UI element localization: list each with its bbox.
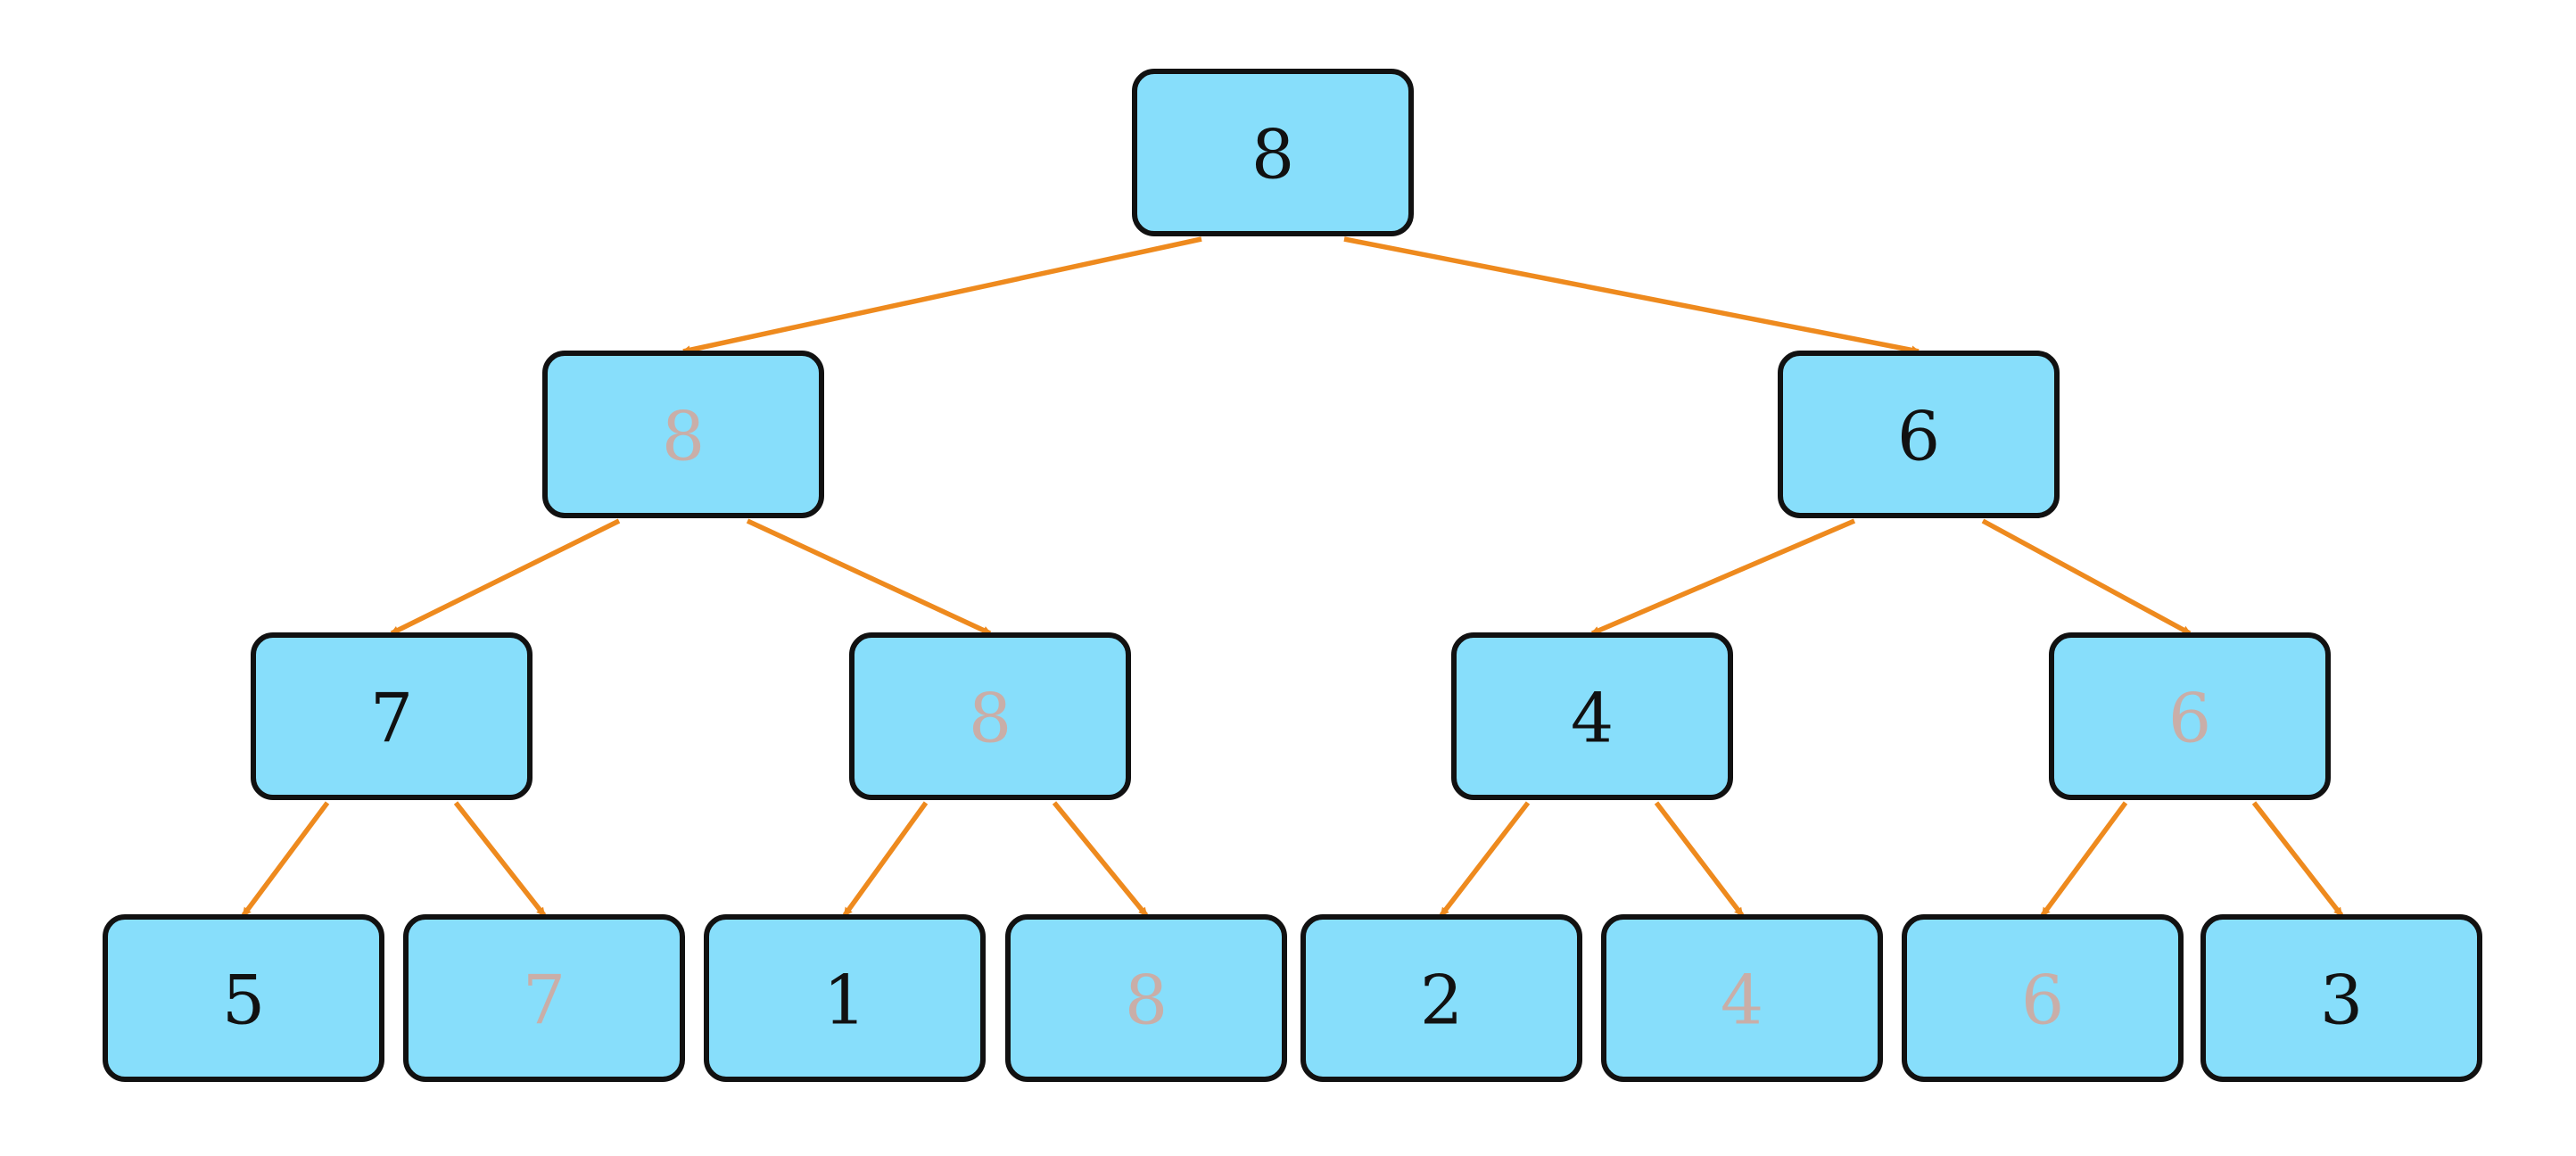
tree-node-box [251, 632, 533, 800]
tree-node-value-faded: 7 [523, 961, 566, 1040]
tree-node-box [1601, 914, 1883, 1082]
tree-node-value-faded: 6 [2021, 961, 2064, 1040]
tree-edge-arrow [1981, 518, 2192, 636]
tree-node-value: 3 [2320, 961, 2363, 1040]
tree-node: 5 [103, 914, 384, 1082]
tree-edge-arrow [2251, 801, 2344, 917]
tree-edge-arrow [1439, 801, 1531, 917]
tree-edge-arrow [1590, 518, 1856, 636]
tree-edge-arrow [390, 518, 621, 636]
tree-node-box [2200, 914, 2482, 1082]
tree-edge-arrow [1052, 801, 1149, 917]
tree-node-value: 1 [823, 961, 866, 1040]
tree-node-box [1451, 632, 1733, 800]
tree-node: 6 [1778, 351, 2060, 518]
tree-node-box [1778, 351, 2060, 518]
tree-node-value: 2 [1420, 961, 1463, 1040]
tree-nodes: 8 8 6 7 8 4 6 5 7 1 8 2 4 6 3 [103, 69, 2482, 1082]
tree-node: 7 [403, 914, 685, 1082]
tree-node: 7 [251, 632, 533, 800]
tree-node: 4 [1451, 632, 1733, 800]
tree-node-value: 4 [1571, 679, 1614, 758]
tree-node-box [1005, 914, 1287, 1082]
tree-edge-arrow [241, 801, 330, 917]
tree-node-value: 5 [222, 961, 265, 1040]
tree-node-box [1300, 914, 1582, 1082]
tree-node: 8 [1005, 914, 1287, 1082]
tree-node: 2 [1300, 914, 1582, 1082]
tree-node-box [1902, 914, 2184, 1082]
tree-edge-arrow [1654, 801, 1745, 917]
tree-node: 1 [704, 914, 986, 1082]
tree-edges [241, 236, 2344, 917]
tree-edge-arrow [2040, 801, 2128, 917]
tree-node: 6 [1902, 914, 2184, 1082]
tree-node-value-faded: 8 [1125, 961, 1168, 1040]
tree-node: 3 [2200, 914, 2482, 1082]
tree-node-box [542, 351, 824, 518]
tree-edge-arrow [1343, 236, 1920, 355]
tree-node: 8 [542, 351, 824, 518]
tree-edge-arrow [453, 801, 547, 917]
tree-node-box [1132, 69, 1414, 236]
tree-node-box [103, 914, 384, 1082]
tree-node-value: 8 [1251, 115, 1294, 194]
tree-node: 8 [1132, 69, 1414, 236]
tree-node-value: 7 [370, 679, 413, 758]
tree-node-box [403, 914, 685, 1082]
tree-edge-arrow [746, 518, 992, 636]
tree-node-value-faded: 6 [2168, 679, 2211, 758]
tree-node-value-faded: 4 [1721, 961, 1763, 1040]
tree-node: 6 [2049, 632, 2331, 800]
tree-node-box [2049, 632, 2331, 800]
tree-node: 8 [849, 632, 1131, 800]
tree-node-value-faded: 8 [969, 679, 1011, 758]
tree-node-value: 6 [1897, 397, 1940, 476]
tree-node: 4 [1601, 914, 1883, 1082]
tree-node-box [704, 914, 986, 1082]
tree-node-box [849, 632, 1131, 800]
tree-node-value-faded: 8 [662, 397, 705, 476]
tree-edge-arrow [842, 801, 929, 917]
tree-edge-arrow [681, 236, 1202, 355]
